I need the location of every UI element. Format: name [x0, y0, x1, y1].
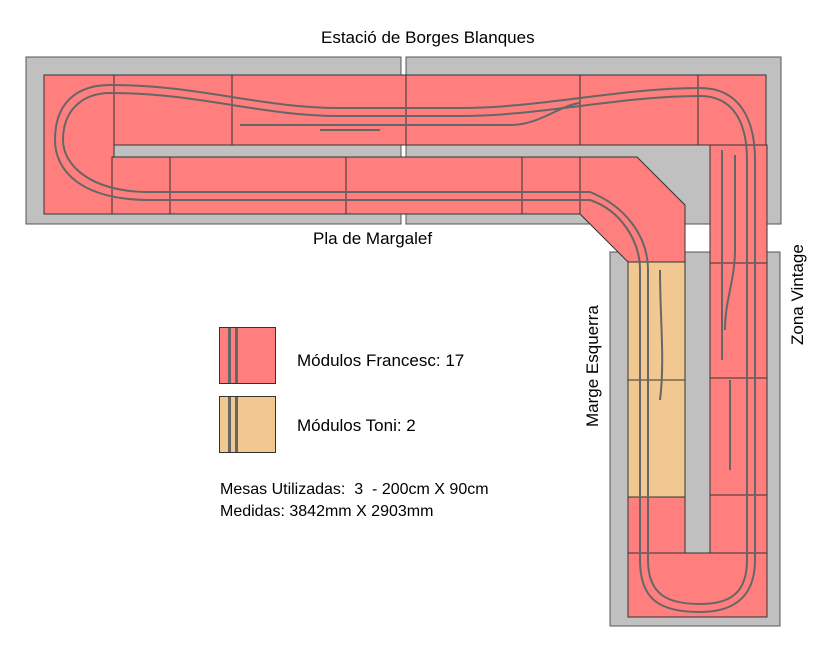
- module: [579, 74, 699, 146]
- track-siding: [724, 155, 736, 331]
- track-siding: [659, 269, 664, 401]
- module: [709, 494, 768, 554]
- track: [53, 83, 756, 614]
- module: [709, 377, 768, 496]
- zona-label: Zona Vintage: [788, 244, 807, 345]
- info-mesas: Mesas Utilizadas: 3 - 200cm X 90cm: [220, 481, 489, 498]
- modules-toni: [627, 261, 686, 498]
- legend-toni-text: Módulos Toni: 2: [297, 416, 416, 435]
- legend-francesc-swatch: [219, 327, 276, 384]
- station-label: Estació de Borges Blanques: [321, 28, 535, 47]
- module: [709, 262, 768, 379]
- track-outer-loop: [53, 83, 756, 614]
- info-medidas: Medidas: 3842mm X 2903mm: [220, 503, 434, 520]
- marge-label: Marge Esquerra: [583, 305, 602, 427]
- module: [627, 496, 686, 554]
- track-siding: [240, 102, 581, 126]
- legend-toni-swatch: [219, 396, 276, 453]
- module: [113, 74, 233, 146]
- module: [169, 156, 347, 215]
- module: [345, 156, 523, 215]
- legend-francesc-text: Módulos Francesc: 17: [297, 351, 465, 370]
- module: [627, 552, 768, 618]
- module: [111, 156, 171, 215]
- pla-label: Pla de Margalef: [313, 229, 433, 248]
- module-toni: [627, 261, 686, 381]
- module-toni: [627, 379, 686, 498]
- module: [521, 156, 581, 215]
- track-inner-loop: [61, 91, 748, 606]
- module: [709, 144, 768, 264]
